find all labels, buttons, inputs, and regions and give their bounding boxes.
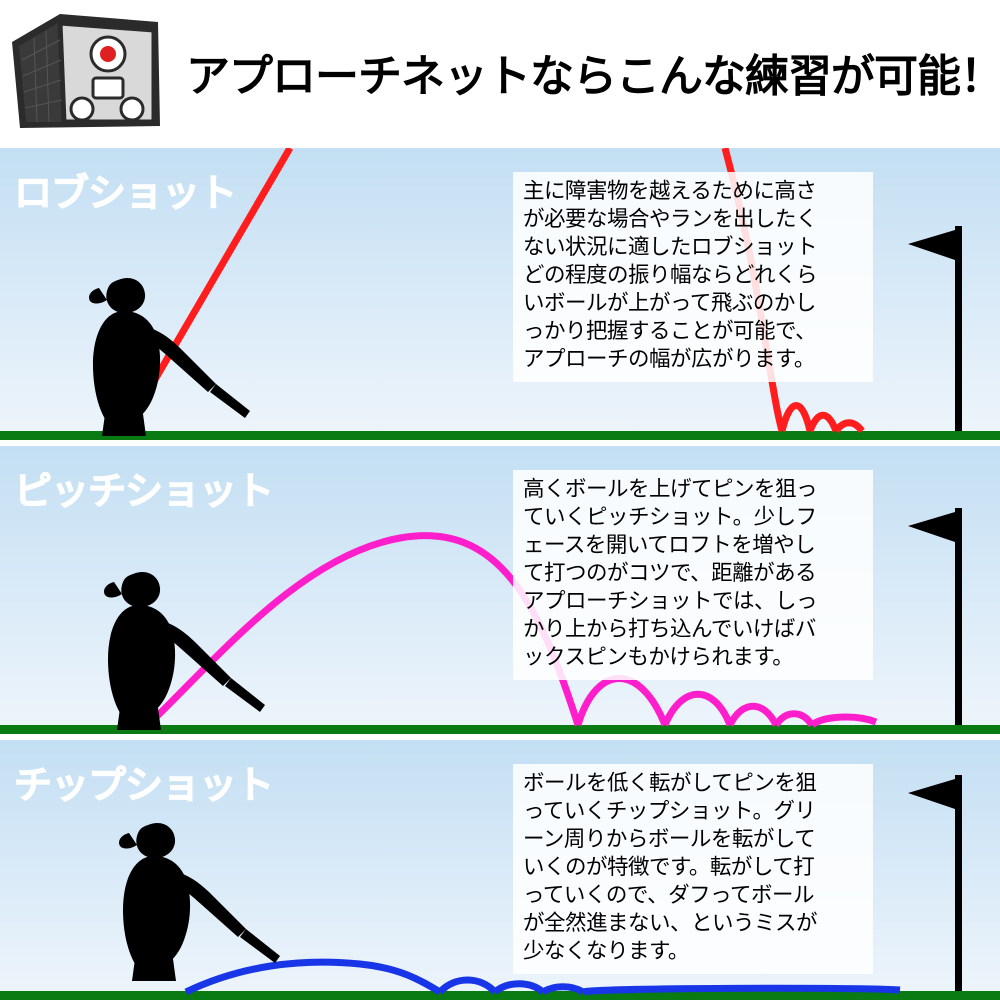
golfer-silhouette-icon [119,822,280,981]
golfer-silhouette-icon [89,277,250,436]
ground-strip [0,725,1000,734]
divider-1 [0,440,1000,446]
golfer-silhouette-icon [104,571,265,730]
description-chip: ボールを低く転がしてピンを狙 っていくチップショット。グリ ーン周りからボールを… [513,764,873,974]
panel-chip-shot: チップショット ボールを低く転がしてピンを狙 っていくチップショット。グリ ーン… [0,740,1000,1000]
panel-label-chip: チップショット [13,763,274,808]
header: アプローチネットならこんな練習が可能！！ [0,0,1000,148]
page-title: アプローチネットならこんな練習が可能！！ [186,51,1000,102]
ground-strip [0,431,1000,440]
divider-2 [0,734,1000,740]
golf-flag-icon [908,508,962,725]
panel-pitch-shot: ピッチショット 高くボールを上げてピンを狙っ ていくピッチショット。少しフ ェー… [0,446,1000,734]
panel-label-pitch: ピッチショット [13,469,274,514]
trajectory-chip [184,958,901,996]
golf-flag-icon [908,775,962,991]
golf-chipping-net-icon [8,8,168,138]
panel-label-lob: ロブショット [13,171,237,216]
description-pitch: 高くボールを上げてピンを狙っ ていくピッチショット。少しフ ェースを開いてロフト… [513,470,873,680]
ground-strip [0,991,1000,1000]
golf-flag-icon [908,226,962,431]
panel-lob-shot: ロブショット 主に障害物を越えるために高さ が必要な場合やランを出したく ない状… [0,148,1000,440]
description-lob: 主に障害物を越えるために高さ が必要な場合やランを出したく ない状況に適したロブ… [513,172,873,382]
